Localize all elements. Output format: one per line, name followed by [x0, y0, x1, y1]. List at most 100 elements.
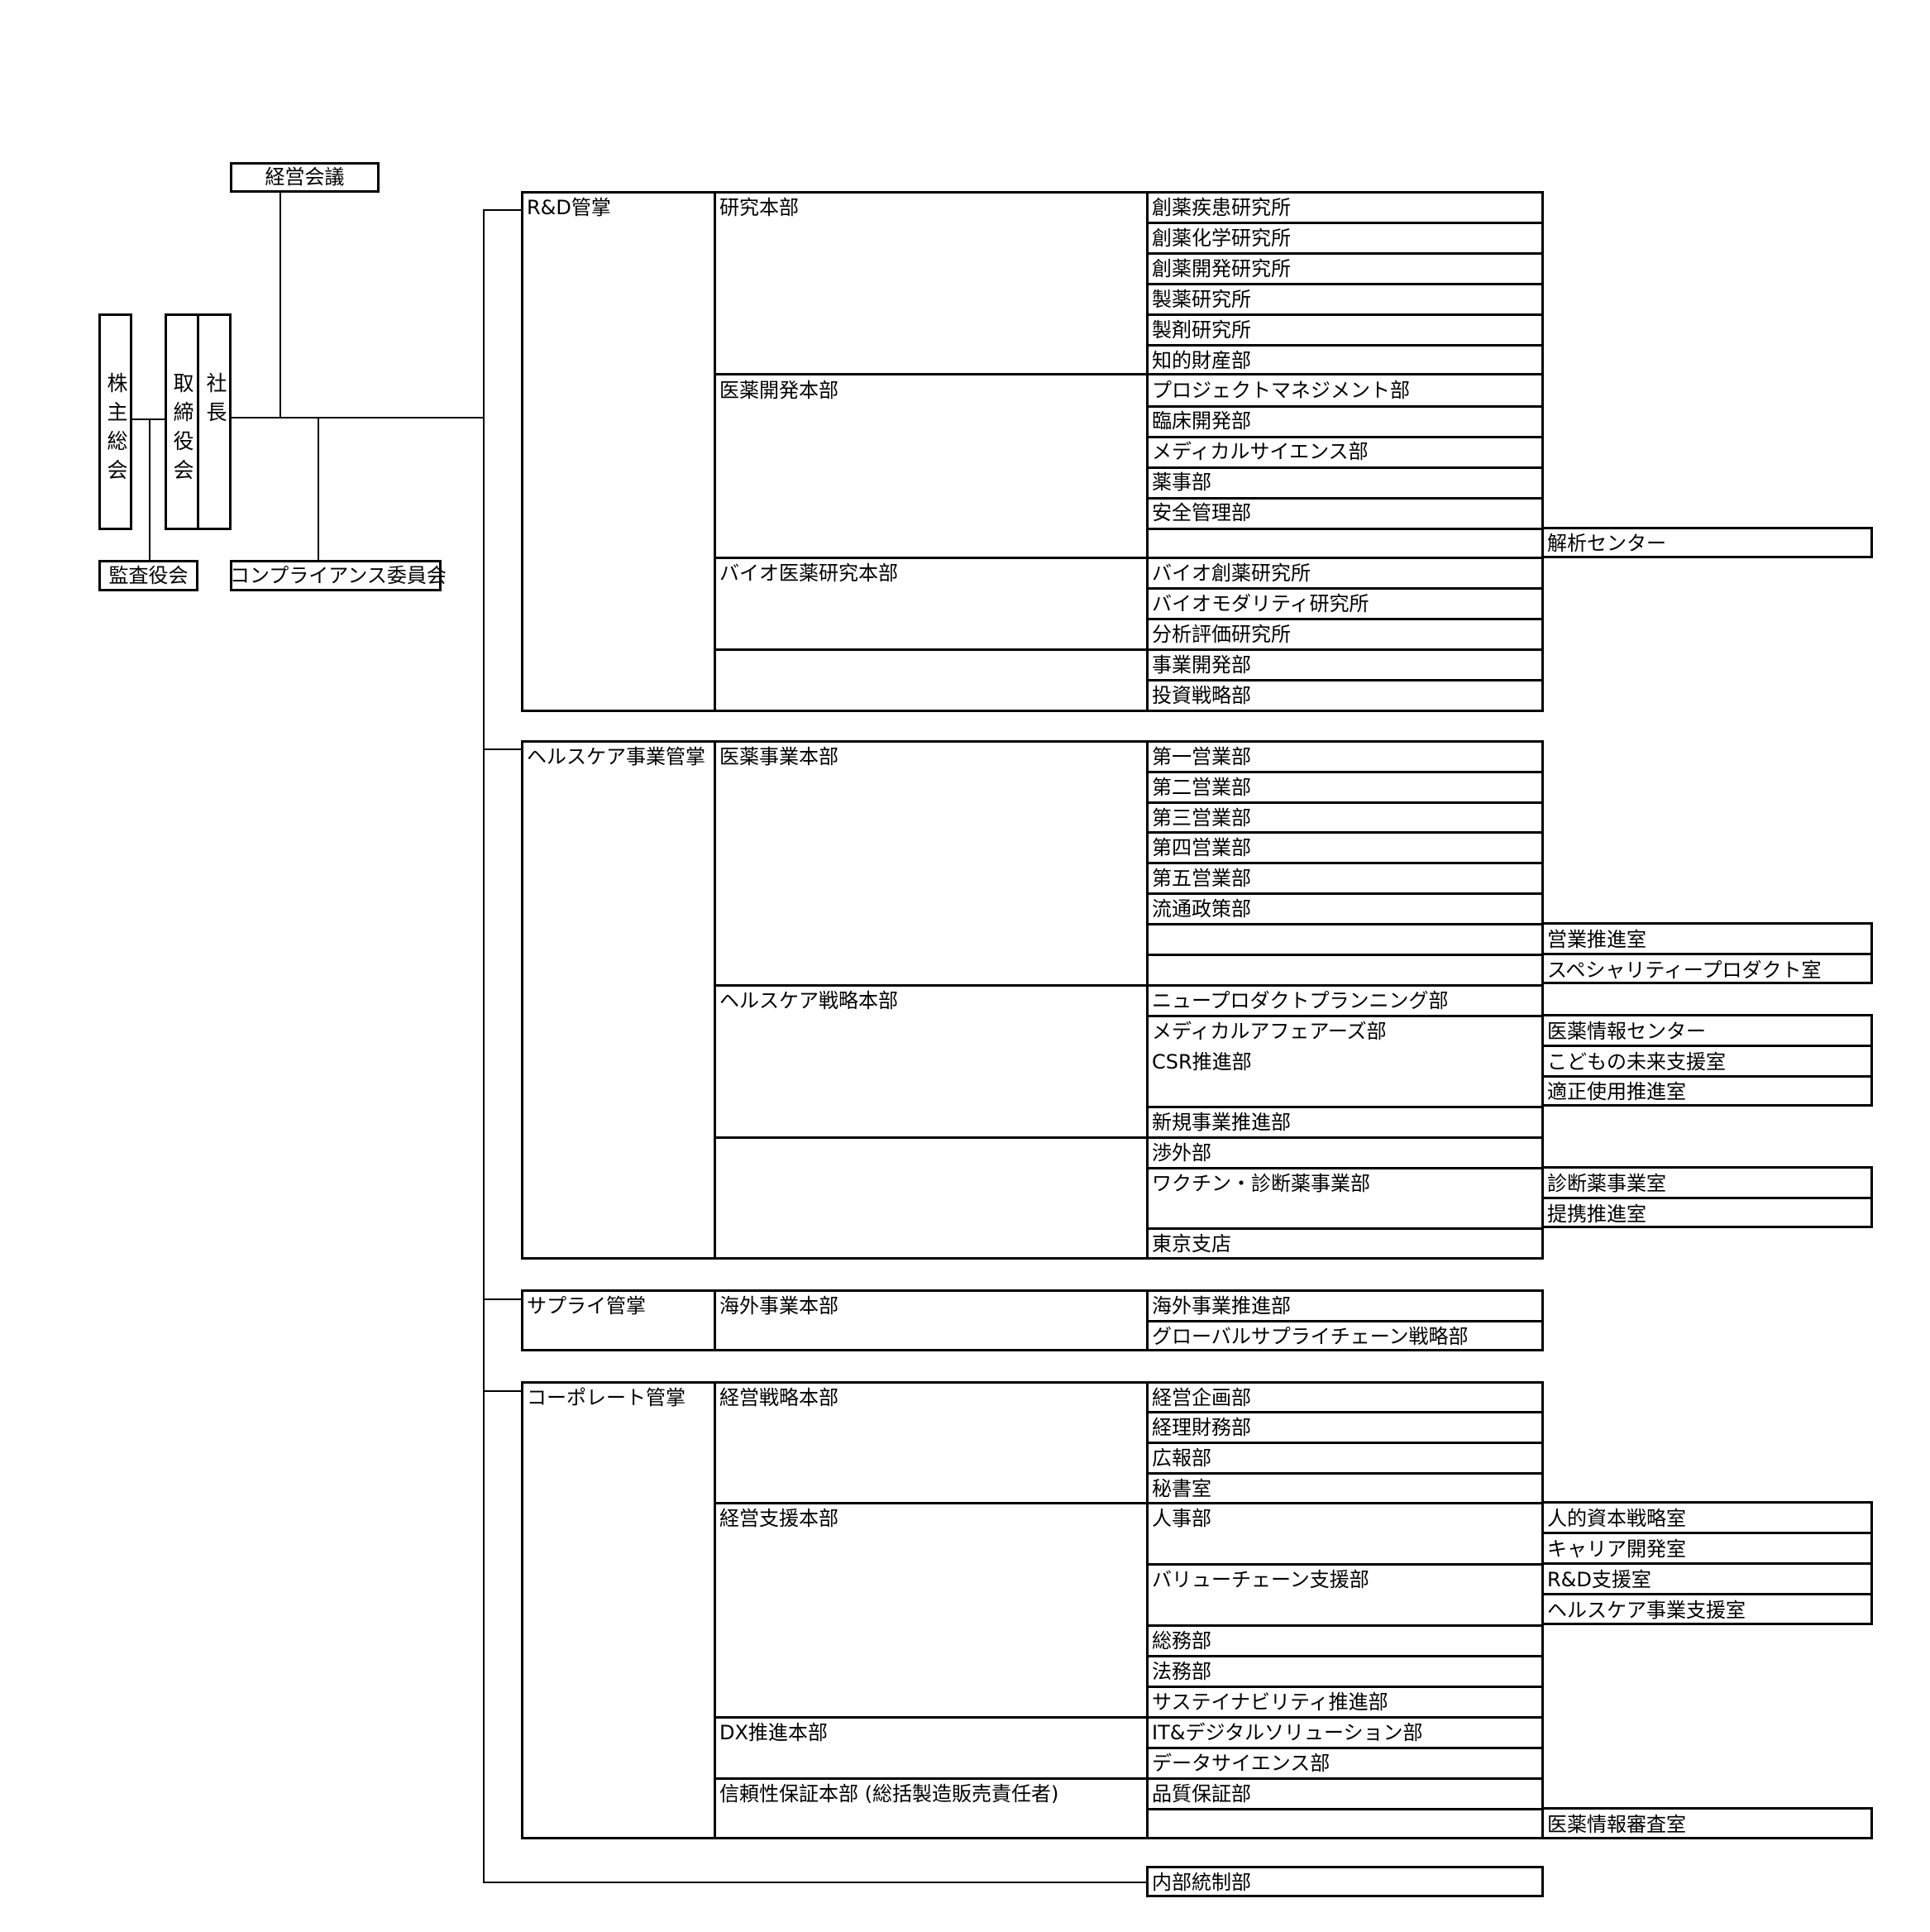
divider [714, 648, 1544, 651]
hq-label-sales: 医薬事業本部 [719, 745, 838, 768]
divider [1146, 344, 1544, 347]
divider [1146, 1320, 1544, 1322]
dept-label: 投資戦略部 [1152, 684, 1251, 707]
dept-label: 第二営業部 [1152, 776, 1251, 799]
shareholders-label: 株主総会 [104, 372, 128, 488]
branch-corp [483, 1390, 521, 1392]
divider [1146, 1167, 1544, 1169]
divider [1146, 679, 1544, 681]
dept-label: 総務部 [1152, 1629, 1211, 1652]
dept-label: バイオモダリティ研究所 [1152, 592, 1369, 615]
room-label: 医薬情報センター [1547, 1020, 1706, 1043]
divider [714, 1716, 1544, 1719]
auditors-label: 監査役会 [108, 564, 189, 587]
trunk-line [483, 209, 485, 1883]
group-label-supply: サプライ管掌 [527, 1294, 646, 1317]
dept-label: 第五営業部 [1152, 867, 1251, 890]
divider [1146, 618, 1544, 620]
dept-label: 創薬化学研究所 [1152, 227, 1291, 250]
divider [1146, 436, 1544, 438]
hq-label-hc-strategy: ヘルスケア戦略本部 [719, 989, 898, 1012]
hq-label-overseas: 海外事業本部 [719, 1294, 838, 1317]
dept-label: メディカルサイエンス部 [1152, 440, 1369, 463]
dept-label: 薬事部 [1152, 471, 1211, 494]
group-label-corp: コーポレート管掌 [527, 1386, 686, 1409]
divider [1146, 587, 1544, 590]
divider [714, 1136, 1544, 1139]
dept-label: 東京支店 [1152, 1232, 1231, 1255]
divider [1146, 740, 1149, 1260]
room-label: 解析センター [1547, 532, 1666, 555]
divider [1541, 1593, 1873, 1595]
divider [1541, 1075, 1873, 1078]
divider [1541, 1562, 1873, 1565]
hq-label-support: 経営支援本部 [719, 1507, 838, 1530]
divider [714, 557, 1544, 559]
room-label: 医薬情報審査室 [1547, 1813, 1686, 1836]
board-box [165, 313, 199, 530]
auditors-box [98, 560, 198, 591]
hq-label-bio: バイオ医薬研究本部 [719, 562, 898, 585]
connector [318, 417, 319, 560]
corp-group-box [521, 1381, 1544, 1839]
dept-label: 広報部 [1152, 1447, 1211, 1470]
divider [714, 1381, 716, 1839]
dept-label: ワクチン・診断薬事業部 [1152, 1172, 1370, 1195]
mgmt-meeting-label: 経営会議 [265, 165, 345, 189]
divider [1146, 1381, 1149, 1839]
room-label: スペシャリティープロダクト室 [1547, 959, 1822, 982]
dept-label: 創薬開発研究所 [1152, 257, 1291, 280]
dept-label: 渉外部 [1152, 1141, 1211, 1164]
branch-rd [483, 209, 521, 211]
divider [1146, 923, 1544, 925]
dept-label: プロジェクトマネジメント部 [1152, 379, 1410, 402]
dept-label: バリューチェーン支援部 [1152, 1568, 1369, 1591]
room-box [1541, 1807, 1873, 1839]
divider [714, 191, 716, 712]
divider [1146, 1227, 1544, 1230]
room-label: 人的資本戦略室 [1547, 1507, 1686, 1530]
branch-supply [483, 1298, 521, 1300]
dept-label: 臨床開発部 [1152, 409, 1251, 433]
dept-label: CSR推進部 [1152, 1050, 1252, 1074]
dept-label: メディカルアフェアーズ部 [1152, 1020, 1387, 1043]
connector [232, 417, 485, 418]
shareholders-box [98, 313, 132, 530]
divider [714, 1289, 716, 1351]
divider [714, 1777, 1544, 1780]
dept-label: 知的財産部 [1152, 349, 1251, 372]
dept-label: 人事部 [1152, 1507, 1211, 1530]
divider [1146, 954, 1544, 956]
group-label-hc: ヘルスケア事業管掌 [527, 745, 705, 768]
dept-label: 第四営業部 [1152, 836, 1251, 859]
room-label: 営業推進室 [1547, 928, 1646, 951]
divider [1146, 862, 1544, 864]
president-label: 社長 [203, 372, 227, 430]
divider [1146, 1686, 1544, 1688]
divider [1541, 1197, 1873, 1199]
rd-group-box [521, 191, 1544, 712]
compliance-label: コンプライアンス委員会 [230, 564, 447, 587]
hq-label-dev: 医薬開発本部 [719, 379, 838, 402]
divider [1146, 1106, 1544, 1108]
dept-label-internal-audit: 内部統制部 [1152, 1871, 1251, 1894]
dept-label: 新規事業推進部 [1152, 1111, 1291, 1134]
connector [149, 418, 150, 560]
dept-label: ニュープロダクトプランニング部 [1152, 989, 1449, 1012]
room-label: こどもの未来支援室 [1547, 1050, 1726, 1074]
group-label-rd: R&D管掌 [527, 196, 611, 219]
room-label: 適正使用推進室 [1547, 1080, 1686, 1103]
divider [1146, 1411, 1544, 1413]
divider [1146, 283, 1544, 285]
divider [1146, 1442, 1544, 1444]
dept-label: 法務部 [1152, 1660, 1211, 1683]
compliance-box [230, 560, 442, 591]
dept-label: 経理財務部 [1152, 1416, 1251, 1439]
internal-audit-box [1146, 1866, 1544, 1897]
divider [714, 740, 716, 1260]
divider [1146, 405, 1544, 408]
room-label: ヘルスケア事業支援室 [1547, 1599, 1746, 1622]
room-box [1541, 1014, 1873, 1107]
divider [1146, 1808, 1544, 1810]
board-label: 取締役会 [170, 372, 194, 488]
